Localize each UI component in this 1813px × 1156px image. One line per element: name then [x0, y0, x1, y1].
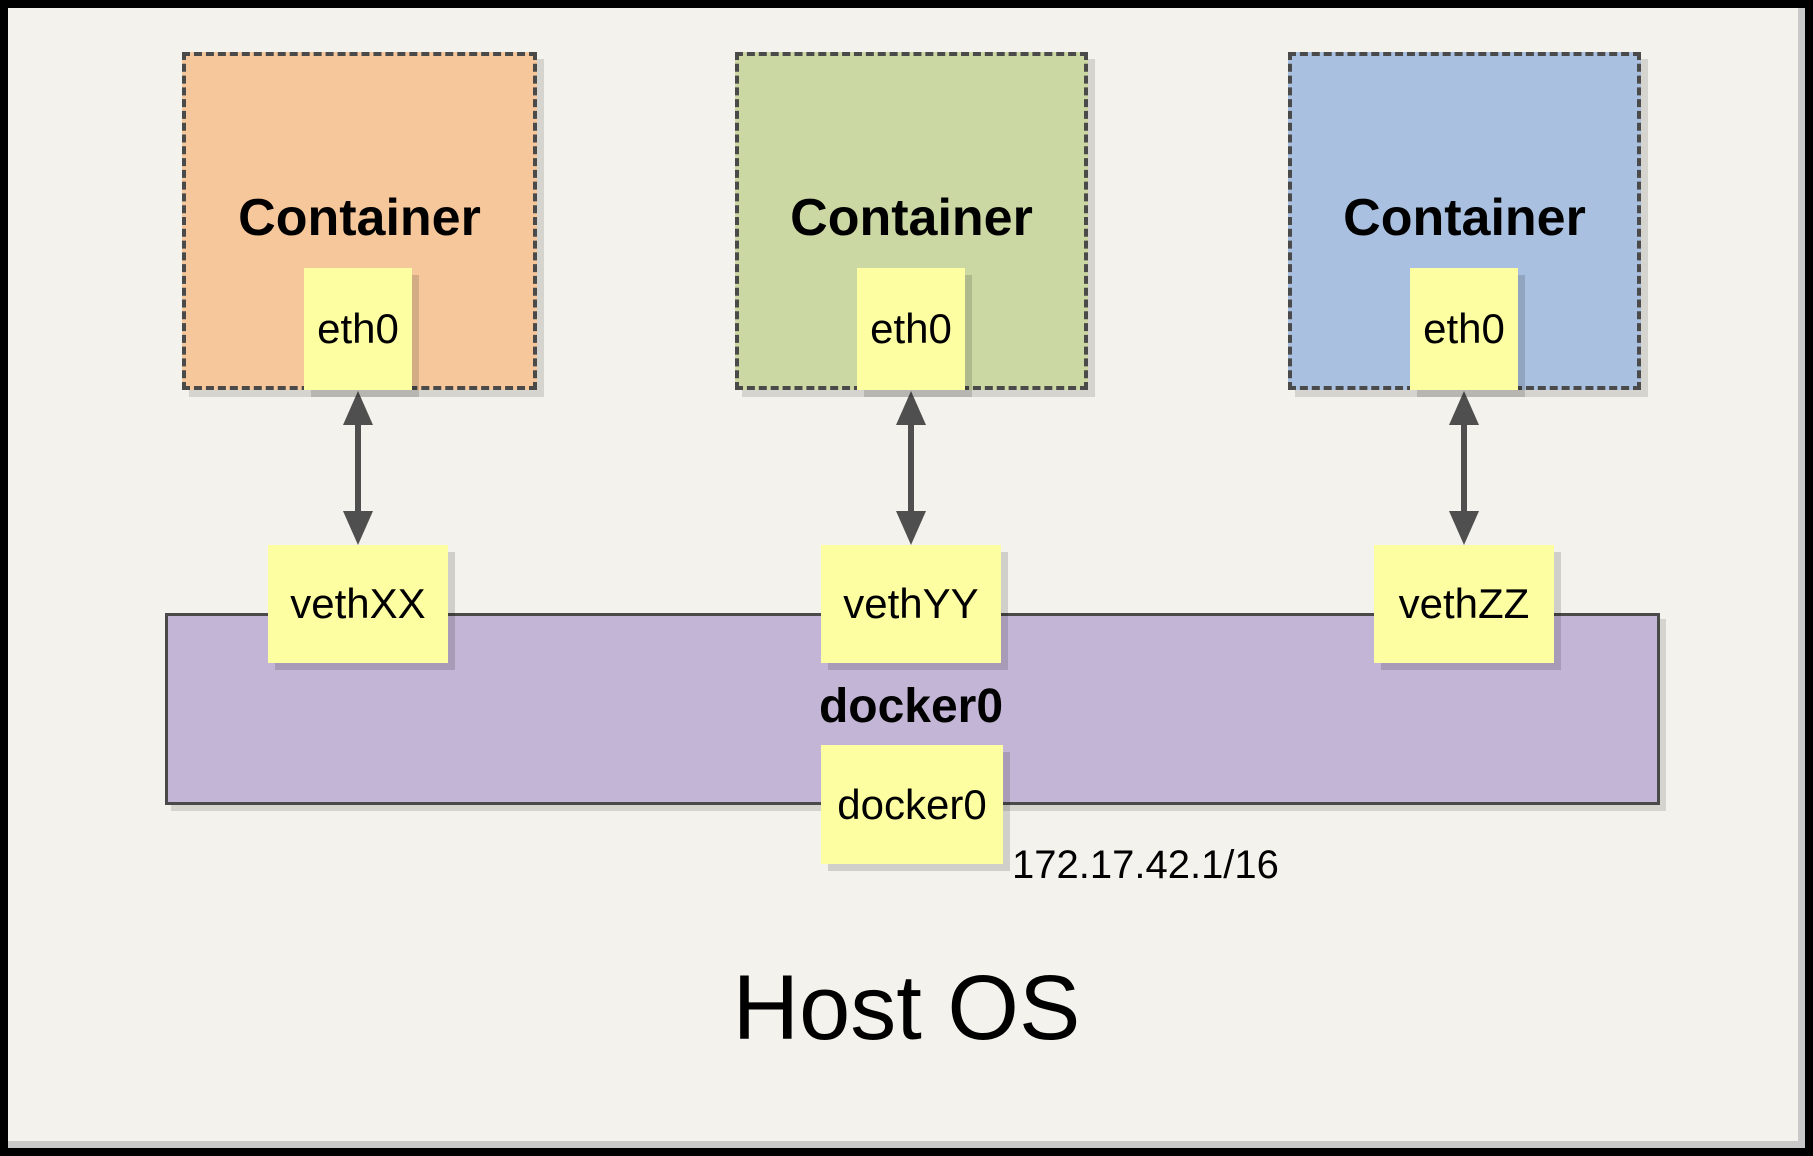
arrowhead-up-icon: [896, 391, 926, 425]
eth0-box-container-3: eth0: [1410, 268, 1518, 390]
docker0-interface-box: docker0: [821, 745, 1003, 864]
arrow-shaft: [355, 425, 361, 511]
arrowhead-down-icon: [896, 511, 926, 545]
bidirectional-arrow-icon: [896, 391, 926, 545]
arrowhead-down-icon: [343, 511, 373, 545]
veth-label: vethYY: [843, 580, 979, 627]
bridge-ip-label: 172.17.42.1/16: [1012, 843, 1279, 887]
vethzz-box: vethZZ: [1374, 545, 1554, 663]
veth-label: vethZZ: [1398, 580, 1530, 627]
eth0-box-container-1: eth0: [304, 268, 412, 390]
host-os-label: Host OS: [732, 957, 1081, 1059]
docker0-bridge-label: docker0: [818, 680, 1004, 733]
eth0-label: eth0: [1423, 305, 1505, 352]
container-title: Container: [238, 189, 481, 247]
container-title: Container: [1343, 189, 1586, 247]
bidirectional-arrow-icon: [1449, 391, 1479, 545]
container-title: Container: [790, 189, 1033, 247]
arrow-shaft: [1461, 425, 1467, 511]
eth0-box-container-2: eth0: [857, 268, 965, 390]
arrowhead-up-icon: [1449, 391, 1479, 425]
veth-label: vethXX: [290, 580, 426, 627]
arrow-shaft: [908, 425, 914, 511]
eth0-label: eth0: [317, 305, 399, 352]
bidirectional-arrow-icon: [343, 391, 373, 545]
arrowhead-down-icon: [1449, 511, 1479, 545]
vethxx-box: vethXX: [268, 545, 448, 663]
vethyy-box: vethYY: [821, 545, 1001, 663]
eth0-label: eth0: [870, 305, 952, 352]
docker0-interface-label: docker0: [837, 780, 987, 828]
arrowhead-up-icon: [343, 391, 373, 425]
